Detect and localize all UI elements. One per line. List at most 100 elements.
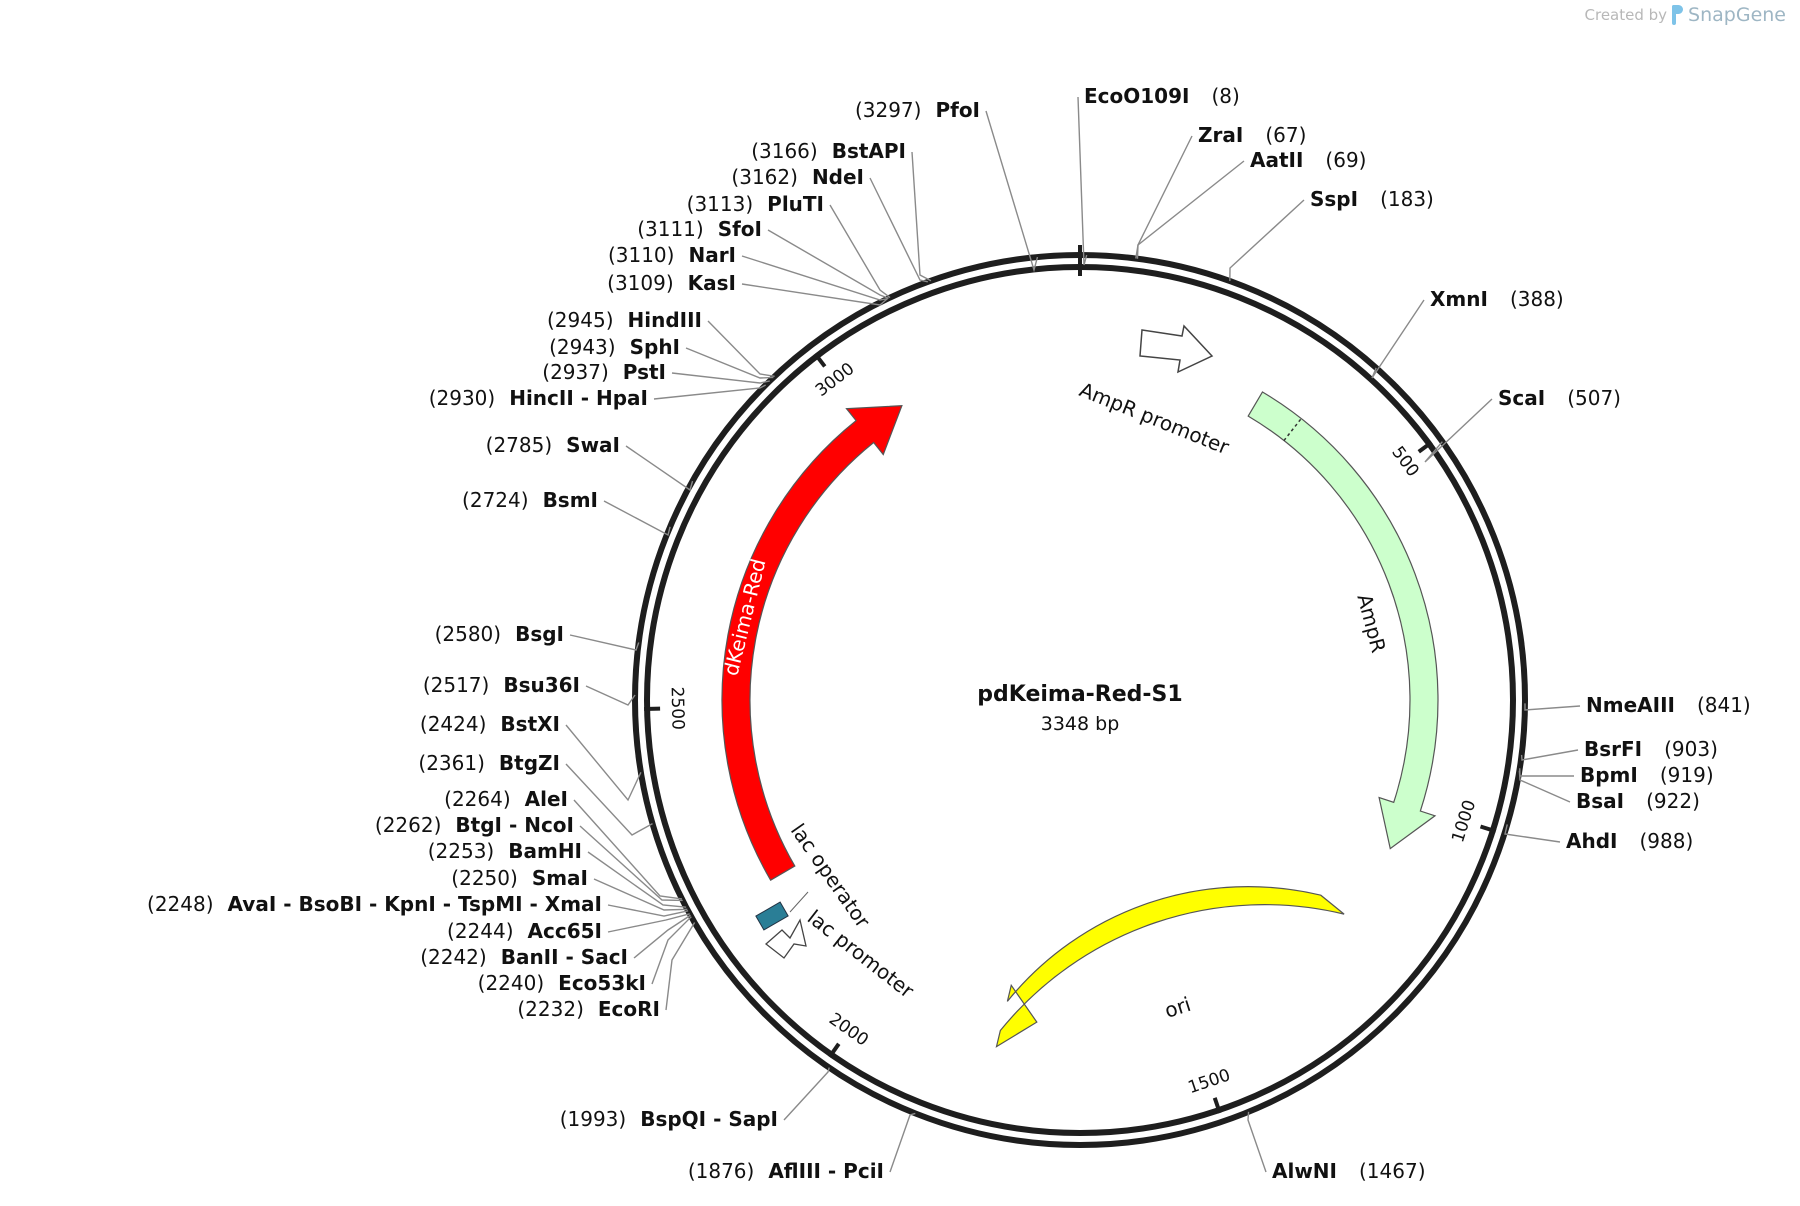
site-nari[interactable]: (3110)NarI [608,243,888,301]
site-label: (3110)NarI [608,243,736,267]
site-scai[interactable]: ScaI(507) [1424,386,1621,463]
site-label: (2232)EcoRI [517,997,660,1021]
site-leader-line [653,384,766,400]
site-bpmi[interactable]: BpmI(919) [1519,763,1714,787]
site-label: BsaI(922) [1576,789,1700,813]
site-eco53ki[interactable]: (2240)Eco53kI [478,916,692,995]
site-label: AatII(69) [1250,148,1366,172]
site-btgzi[interactable]: (2361)BtgZI [418,751,653,836]
site-enzyme-name: NarI [688,243,736,267]
site-leader-line [911,151,932,282]
site-btgi-ncoi[interactable]: (2262)BtgI - NcoI [375,813,683,902]
ruler-label-3000: 3000 [812,359,859,401]
site-leader-line [1518,770,1571,803]
site-afliii-pcii[interactable]: (1876)AflIII - PciI [688,1112,916,1183]
site-bsgi[interactable]: (2580)BsgI [435,622,640,651]
site-enzyme-name: ZraI [1198,123,1243,147]
site-bsmi[interactable]: (2724)BsmI [462,488,671,537]
site-leader-line [889,1112,916,1173]
site-enzyme-name: PluTI [767,192,824,216]
ampr-signal-divider [1283,418,1302,442]
site-enzyme-name: XmnI [1430,287,1488,311]
site-psti[interactable]: (2937)PstI [542,360,770,384]
site-enzyme-name: SwaI [566,433,620,457]
site-pluti[interactable]: (3113)PluTI [687,192,891,299]
site-pfoi[interactable]: (3297)PfoI [855,98,1039,273]
site-sfoi[interactable]: (3111)SfoI [637,217,889,299]
ori-label: ori [1162,992,1194,1023]
site-bspqi-sapi[interactable]: (1993)BspQI - SapI [560,1067,830,1131]
site-enzyme-name: NmeAIII [1586,693,1675,717]
site-label: SspI(183) [1310,187,1434,211]
site-label: (3162)NdeI [731,165,864,189]
site-position: (2248) [147,892,214,916]
site-swai[interactable]: (2785)SwaI [486,433,694,492]
site-label: (3297)PfoI [855,98,980,122]
site-bstapi[interactable]: (3166)BstAPI [751,139,932,282]
site-aatii[interactable]: AatII(69) [1136,148,1366,259]
site-ahdi[interactable]: AhdI(988) [1504,824,1693,853]
site-sspi[interactable]: SspI(183) [1229,187,1434,281]
lac-operator-leader [789,891,809,913]
site-enzyme-name: BspQI - SapI [640,1107,778,1131]
site-label: EcoO109I(8) [1084,84,1240,108]
site-enzyme-name: SphI [630,335,680,359]
site-alwni[interactable]: AlwNI(1467) [1247,1111,1426,1183]
site-label: ScaI(507) [1498,386,1621,410]
site-enzyme-name: Bsu36I [503,673,580,697]
site-leader-line [1136,160,1245,259]
site-label: (2253)BamHI [428,839,582,863]
site-label: BpmI(919) [1580,763,1714,787]
site-position: (2264) [444,787,511,811]
site-label: (2264)AleI [444,787,568,811]
site-label: XmnI(388) [1430,287,1564,311]
site-position: (2232) [517,997,584,1021]
site-leader-line [565,724,642,802]
site-bamhi[interactable]: (2253)BamHI [428,839,687,908]
site-ecoo109i[interactable]: EcoO109I(8) [1077,84,1240,266]
site-leader-line [587,851,687,908]
site-acc65i[interactable]: (2244)Acc65I [447,913,690,943]
site-smai[interactable]: (2250)SmaI [451,866,688,911]
site-sphi[interactable]: (2943)SphI [549,335,774,379]
site-leader-line [625,445,694,492]
site-nmeaiii[interactable]: NmeAIII(841) [1524,693,1751,717]
ruler-tick-3000 [813,352,827,368]
site-bsu36i[interactable]: (2517) Bsu36I [423,673,636,706]
site-enzyme-name: Eco53kI [558,971,646,995]
site-position: (69) [1325,148,1366,172]
site-alei[interactable]: (2264)AleI [444,787,683,900]
site-kasi[interactable]: (3109)KasI [607,271,888,306]
site-hindiii[interactable]: (2945)HindIII [547,308,775,378]
site-bstxi[interactable]: (2424)BstXI [420,712,642,802]
site-enzyme-name: BpmI [1580,763,1638,787]
ruler-label-2000: 2000 [825,1009,872,1050]
site-banii-saci[interactable]: (2242)BanII - SacI [420,914,691,969]
site-position: (2517) [423,673,490,697]
site-avai-bsobi-kpni-tspmi-xmai[interactable]: (2248)AvaI - BsoBI - KpnI - TspMI - XmaI [147,892,689,917]
site-position: (2937) [542,360,609,384]
site-position: (1467) [1359,1159,1426,1183]
site-label: (2361)BtgZI [418,751,560,775]
site-enzyme-name: BanII - SacI [501,945,628,969]
site-ndei[interactable]: (3162)NdeI [731,165,928,283]
site-label: (2250)SmaI [451,866,588,890]
site-enzyme-name: BamHI [508,839,582,863]
ruler-label-1500: 1500 [1186,1065,1233,1098]
site-leader-line [829,204,891,299]
site-enzyme-name: EcoO109I [1084,84,1189,108]
ruler-tick-500 [1417,440,1433,454]
site-xmni[interactable]: XmnI(388) [1371,287,1564,379]
site-label: (2242)BanII - SacI [420,945,628,969]
site-leader-line [573,799,683,900]
site-ecori[interactable]: (2232)EcoRI [517,922,696,1022]
site-label: (2580)BsgI [435,622,564,646]
site-hincii-hpai[interactable]: (2930)HincII - HpaI [429,384,766,410]
site-bsai[interactable]: BsaI(922) [1518,770,1700,813]
site-enzyme-name: KasI [688,271,736,295]
site-enzyme-name: AhdI [1566,829,1617,853]
site-leader-line [1519,768,1574,777]
site-zrai[interactable]: ZraI(67) [1135,123,1307,259]
site-bsrfi[interactable]: BsrFI(903) [1520,737,1718,761]
